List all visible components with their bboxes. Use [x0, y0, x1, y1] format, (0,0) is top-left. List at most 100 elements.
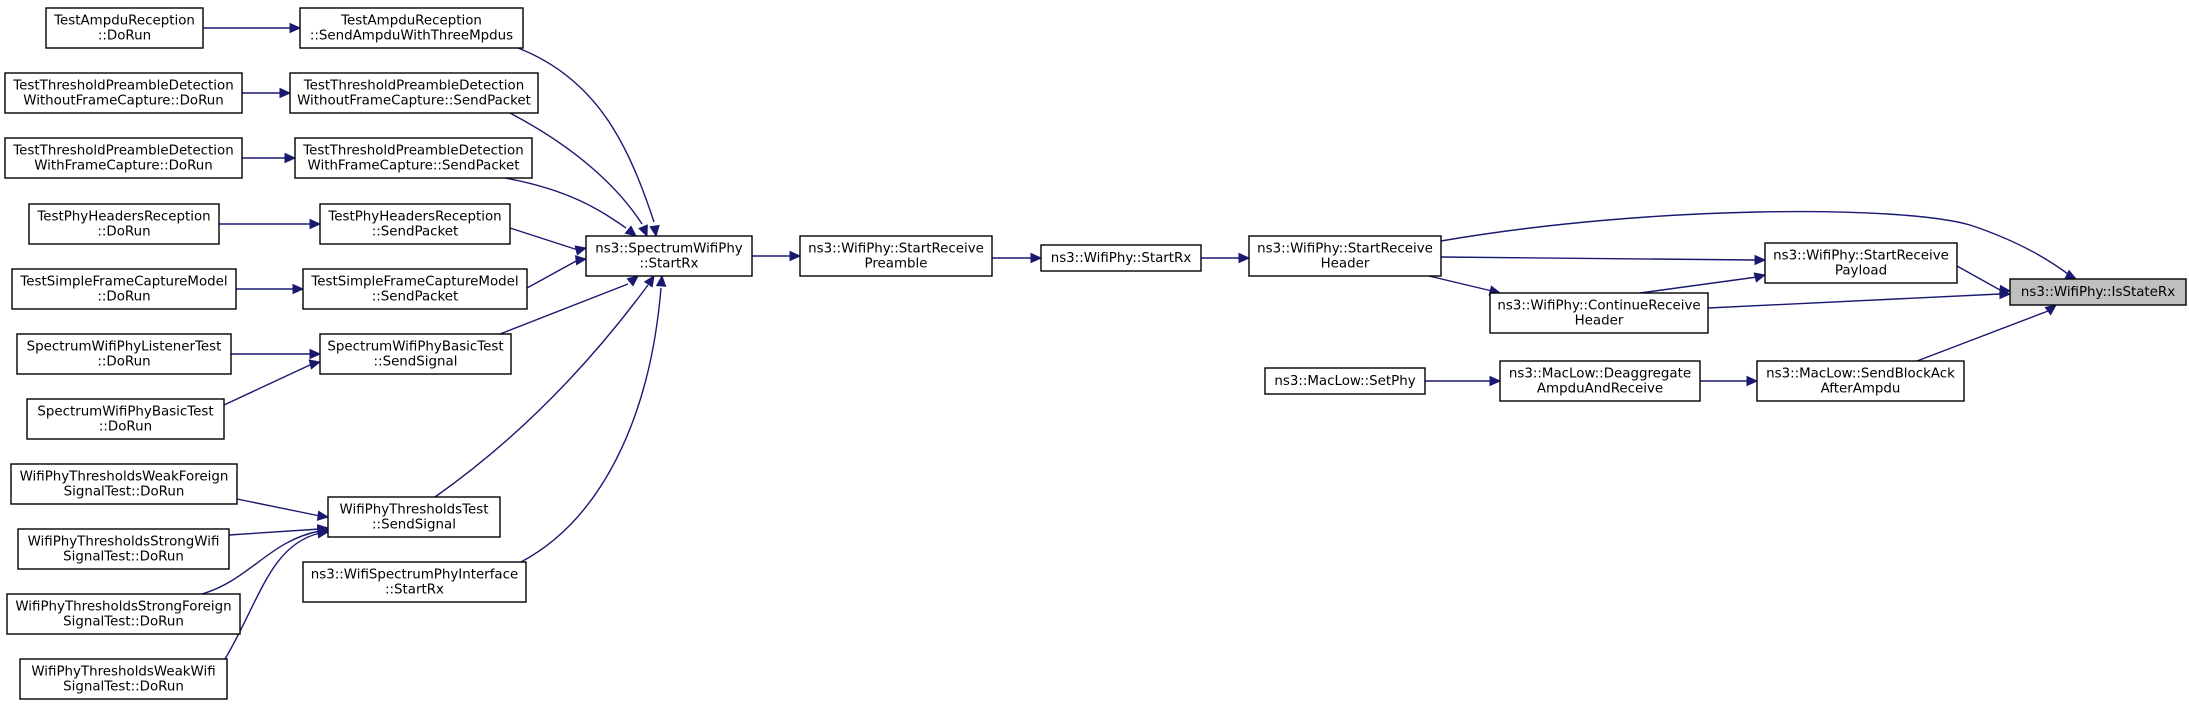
- node-label: ::SendPacket: [372, 290, 459, 305]
- arrowhead-icon: [2044, 304, 2057, 316]
- arrowhead-icon: [309, 218, 322, 230]
- node-label: ns3::WifiPhy::StartRx: [1051, 251, 1192, 266]
- edge-line: [517, 47, 655, 223]
- node-label: AfterAmpdu: [1821, 382, 1901, 397]
- node-label: SignalTest::DoRun: [63, 615, 184, 630]
- node-label: SpectrumWifiPhyBasicTest: [37, 405, 213, 420]
- node-label: ::SendSignal: [372, 518, 456, 533]
- call-edges: [201, 22, 2078, 660]
- node-label: Payload: [1835, 264, 1887, 279]
- node-wpt_weakwifi[interactable]: WifiPhyThresholdsWeakWifiSignalTest::DoR…: [19, 658, 228, 700]
- node-label: ::DoRun: [97, 355, 150, 370]
- node-box: [1499, 360, 1701, 402]
- edge-startreceivepreamble-to-startrx: [992, 252, 1043, 264]
- node-label: TestSimpleFrameCaptureModel: [19, 275, 227, 290]
- edge-startrx-to-startreceiveheader: [1201, 252, 1251, 264]
- node-wsphyif_startrx[interactable]: ns3::WifiSpectrumPhyInterface::StartRx: [302, 561, 527, 603]
- node-box: [4, 137, 243, 179]
- node-box: [28, 203, 220, 245]
- arrowhead-icon: [1999, 288, 2012, 300]
- node-box: [294, 137, 533, 179]
- edge-ampdudorun-to-ampdusend: [203, 22, 302, 34]
- edge-line: [201, 530, 321, 595]
- edge-swplt_dorun-to-swpbt_send: [231, 348, 322, 360]
- node-setphy[interactable]: ns3::MacLow::SetPhy: [1264, 367, 1426, 395]
- edge-tpdw_dorun-to-tpdw_send: [242, 152, 297, 164]
- node-box: [1264, 367, 1426, 395]
- node-wpt_send[interactable]: WifiPhyThresholdsTest::SendSignal: [327, 496, 501, 538]
- node-ampdusend[interactable]: TestAmpduReception::SendAmpduWithThreeMp…: [299, 7, 524, 49]
- edge-line: [526, 259, 579, 289]
- node-tpdw_send[interactable]: TestThresholdPreambleDetectionWithFrameC…: [294, 137, 533, 179]
- node-box: [302, 268, 528, 310]
- node-swpbt_dorun[interactable]: SpectrumWifiPhyBasicTest::DoRun: [26, 398, 225, 440]
- node-label: ns3::MacLow::SetPhy: [1274, 374, 1415, 389]
- node-tpdwo_send[interactable]: TestThresholdPreambleDetectionWithoutFra…: [289, 72, 539, 114]
- node-box: [1756, 360, 1965, 402]
- node-label: WifiPhyThresholdsWeakForeign: [20, 470, 229, 485]
- arrowhead-icon: [316, 510, 330, 521]
- node-label: TestPhyHeadersReception: [36, 210, 210, 225]
- edge-wpt_send-to-spectrumstartrx: [434, 274, 655, 498]
- node-spectrumstartrx[interactable]: ns3::SpectrumWifiPhy::StartRx: [585, 235, 753, 277]
- edge-startreceiveheader-to-continuereceiveheader: [1428, 275, 1502, 296]
- node-box: [26, 398, 225, 440]
- node-sfcm_dorun[interactable]: TestSimpleFrameCaptureModel::DoRun: [11, 268, 237, 310]
- arrowhead-icon: [308, 359, 322, 370]
- node-wpt_strongforeign[interactable]: WifiPhyThresholdsStrongForeignSignalTest…: [6, 593, 241, 635]
- edge-line: [1707, 293, 2001, 309]
- edge-tpdw_send-to-spectrumstartrx: [504, 177, 637, 237]
- node-ampdudorun[interactable]: TestAmpduReception::DoRun: [45, 7, 204, 49]
- node-phyhdr_dorun[interactable]: TestPhyHeadersReception::DoRun: [28, 203, 220, 245]
- node-tpdw_dorun[interactable]: TestThresholdPreambleDetectionWithFrameC…: [4, 137, 243, 179]
- node-label: SpectrumWifiPhyBasicTest: [327, 340, 503, 355]
- node-box: [327, 496, 501, 538]
- edge-line: [520, 287, 662, 563]
- node-box: [585, 235, 753, 277]
- edge-swpbt_send-to-spectrumstartrx: [499, 275, 639, 335]
- arrowhead-icon: [638, 224, 648, 238]
- node-label: ::DoRun: [99, 420, 152, 435]
- edge-tpdwo_send-to-spectrumstartrx: [509, 112, 648, 238]
- arrowhead-icon: [789, 250, 802, 262]
- node-box: [319, 203, 511, 245]
- node-phyhdr_send[interactable]: TestPhyHeadersReception::SendPacket: [319, 203, 511, 245]
- node-label: TestPhyHeadersReception: [327, 210, 501, 225]
- arrowhead-icon: [1754, 254, 1767, 266]
- node-label: WifiPhyThresholdsWeakWifi: [31, 665, 215, 680]
- node-tpdwo_dorun[interactable]: TestThresholdPreambleDetectionWithoutFra…: [4, 72, 243, 114]
- arrowhead-icon: [624, 225, 637, 237]
- node-swplt_dorun[interactable]: SpectrumWifiPhyListenerTest::DoRun: [16, 333, 232, 375]
- node-box: [11, 268, 237, 310]
- node-box: [319, 333, 512, 375]
- edge-sfcm_send-to-spectrumstartrx: [526, 255, 588, 289]
- node-label: TestThresholdPreambleDetection: [12, 79, 233, 94]
- arrowhead-icon: [1030, 252, 1043, 264]
- node-label: TestThresholdPreambleDetection: [302, 144, 523, 159]
- arrowhead-icon: [574, 245, 588, 256]
- edge-line: [434, 284, 649, 498]
- arrowhead-icon: [2064, 269, 2078, 280]
- node-wpt_weakforeign[interactable]: WifiPhyThresholdsWeakForeignSignalTest::…: [10, 463, 238, 505]
- arrowhead-icon: [626, 275, 639, 287]
- node-box: [799, 235, 993, 277]
- node-box: [16, 333, 232, 375]
- arrowhead-icon: [284, 152, 297, 164]
- node-sfcm_send[interactable]: TestSimpleFrameCaptureModel::SendPacket: [302, 268, 528, 310]
- node-startrx[interactable]: ns3::WifiPhy::StartRx: [1040, 244, 1202, 272]
- node-wpt_strongwifi[interactable]: WifiPhyThresholdsStrongWifiSignalTest::D…: [17, 528, 230, 570]
- node-label: TestSimpleFrameCaptureModel: [310, 275, 518, 290]
- edge-setphy-to-deaggregate: [1425, 375, 1502, 387]
- node-swpbt_send[interactable]: SpectrumWifiPhyBasicTest::SendSignal: [319, 333, 512, 375]
- edge-line: [499, 283, 629, 335]
- edge-line: [236, 498, 321, 517]
- arrowhead-icon: [289, 22, 302, 34]
- edge-deaggregate-to-sendblockack: [1700, 375, 1759, 387]
